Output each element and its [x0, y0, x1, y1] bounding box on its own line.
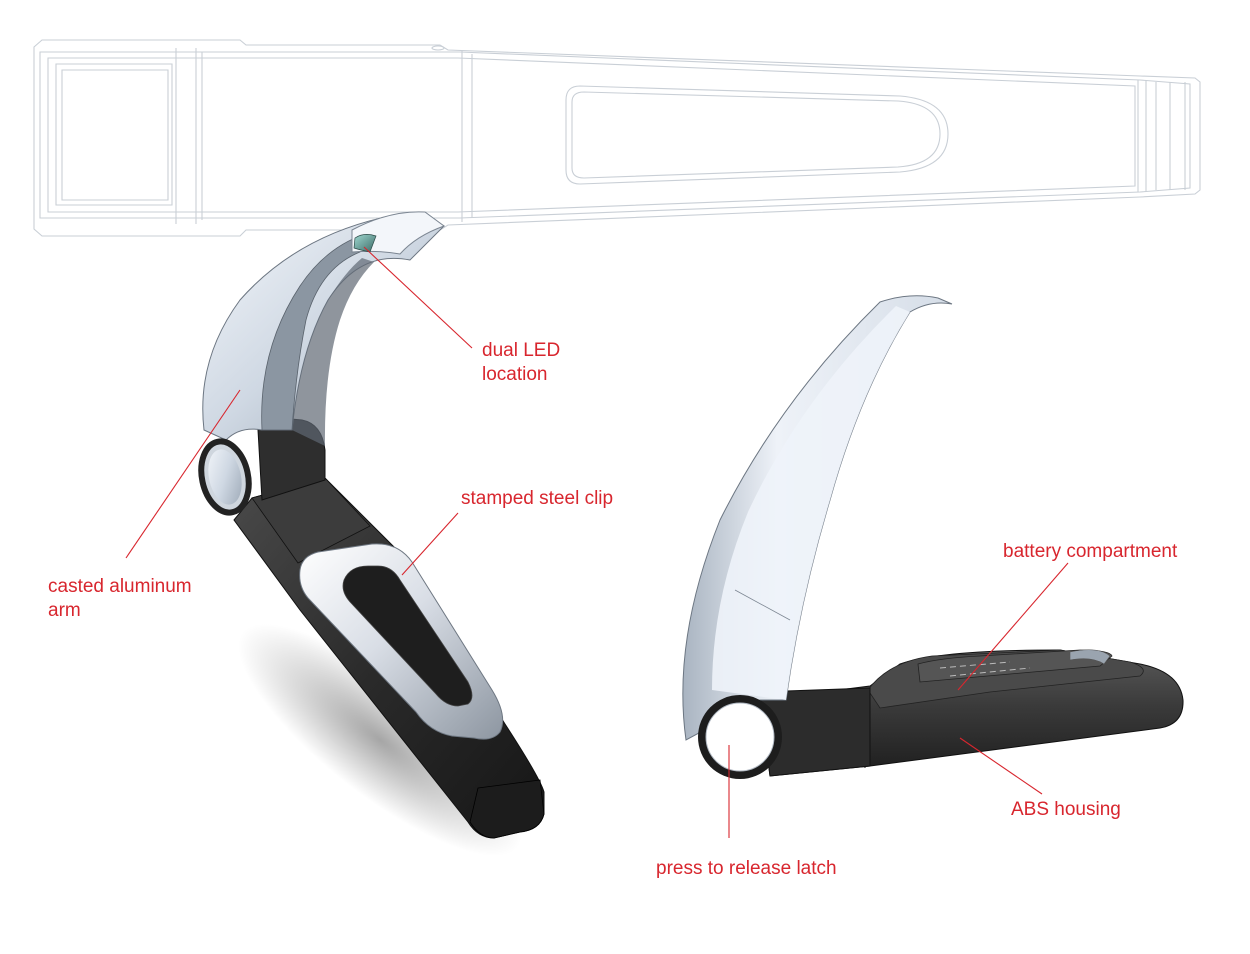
leader-dual-led — [363, 246, 473, 349]
leader-casted-arm — [125, 389, 241, 559]
clip-recess — [342, 565, 473, 707]
callout-casted-arm: casted aluminum arm — [48, 575, 192, 623]
callout-battery: battery compartment — [1003, 541, 1178, 562]
open-arm-perspective-view — [198, 211, 545, 857]
callout-release-latch: press to release latch — [656, 858, 837, 879]
housing-end-cap — [469, 779, 545, 839]
hinge-disk-face — [208, 449, 242, 505]
arm-tip — [351, 211, 446, 255]
callout-casted-arm-line2: arm — [48, 600, 81, 621]
arm-crease — [734, 589, 791, 621]
leader-lines — [125, 246, 1069, 838]
callout-casted-arm-line1: casted aluminum — [48, 576, 192, 597]
leader-stamped-clip — [401, 512, 459, 576]
callout-abs-housing: ABS housing — [1011, 799, 1121, 820]
callout-dual-led-line1: dual LED — [482, 340, 561, 361]
callout-dual-led-line2: location — [482, 364, 548, 385]
callout-dual-led: dual LED location — [482, 339, 560, 387]
leader-battery — [957, 562, 1069, 691]
open-arm-side-view — [682, 295, 1184, 779]
side-clip-edge — [1069, 649, 1111, 665]
callout-stamped-clip: stamped steel clip — [461, 488, 614, 509]
battery-slot-1 — [939, 661, 1011, 669]
arm-light-face — [712, 306, 910, 700]
arm-inner-shadow — [292, 258, 374, 446]
release-latch-face — [705, 702, 775, 772]
leader-abs-housing — [959, 737, 1043, 795]
wireframe-top-view — [33, 39, 1201, 237]
battery-slot-2 — [949, 667, 1031, 677]
